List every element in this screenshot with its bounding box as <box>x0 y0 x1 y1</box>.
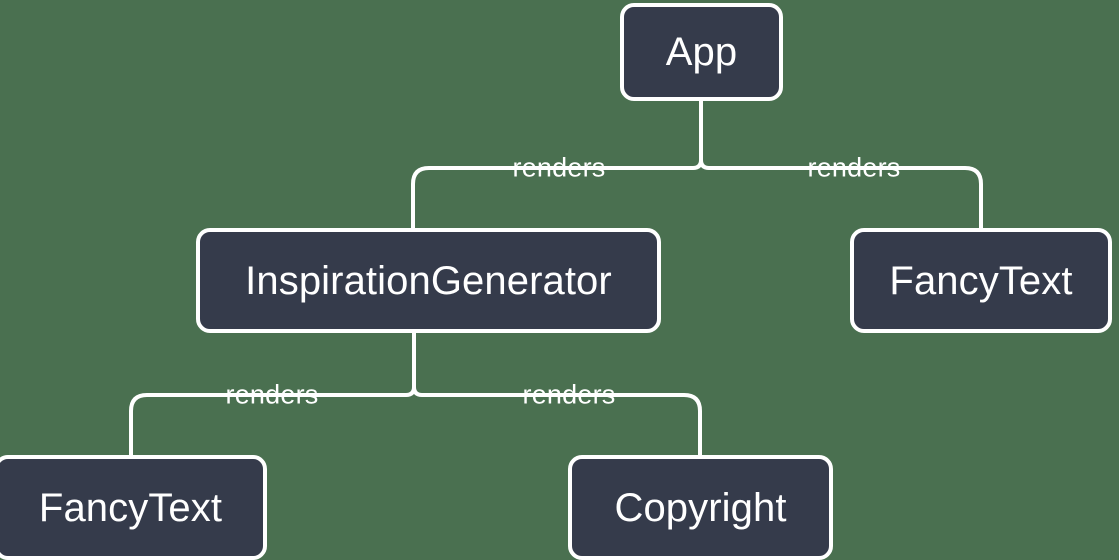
node-copyright[interactable]: Copyright <box>568 455 833 560</box>
node-fancytext-right[interactable]: FancyText <box>850 228 1112 333</box>
edge-label-app-to-fancytext: renders <box>807 152 901 183</box>
node-app-label: App <box>665 30 738 74</box>
node-fancytext-bottom[interactable]: FancyText <box>0 455 267 560</box>
node-inspiration-generator[interactable]: InspirationGenerator <box>196 228 661 333</box>
node-app[interactable]: App <box>620 3 783 101</box>
node-fancytext-right-label: FancyText <box>889 258 1073 303</box>
node-fancytext-bottom-label: FancyText <box>38 485 223 530</box>
node-inspiration-generator-label: InspirationGenerator <box>245 258 612 303</box>
edge-label-inspiration-to-copyright: renders <box>522 379 616 410</box>
node-copyright-label: Copyright <box>614 485 787 530</box>
edge-label-app-to-inspiration: renders <box>512 152 606 183</box>
edge-label-inspiration-to-fancytext: renders <box>225 379 319 410</box>
